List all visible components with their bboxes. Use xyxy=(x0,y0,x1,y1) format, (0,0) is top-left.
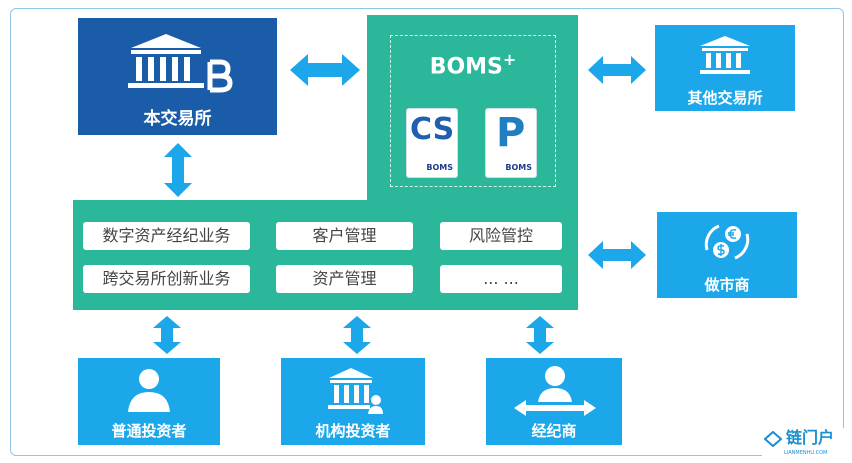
retail-investor-box: 普通投资者 xyxy=(78,358,220,445)
double-arrow-vertical xyxy=(526,316,554,354)
bank-icon xyxy=(700,36,750,74)
main-exchange-box: 本交易所 xyxy=(78,18,277,135)
services-panel xyxy=(73,200,578,310)
double-arrow-horizontal xyxy=(588,56,646,84)
bank-bitcoin-icon xyxy=(128,34,233,93)
broker-box: 经纪商 xyxy=(486,358,622,445)
service-item[interactable]: 风险管控 xyxy=(440,222,562,250)
person-icon xyxy=(128,369,170,412)
service-item[interactable]: 客户管理 xyxy=(276,222,413,250)
double-arrow-horizontal xyxy=(588,241,646,269)
boms-title: BOMS+ xyxy=(429,50,517,80)
outer-frame xyxy=(10,8,844,456)
double-arrow-horizontal xyxy=(290,54,360,86)
broker-icon xyxy=(514,366,596,416)
main-exchange-label: 本交易所 xyxy=(143,109,212,129)
double-arrow-vertical xyxy=(153,316,181,354)
boms-dashed-box: BOMS+ xyxy=(390,35,556,187)
institutional-investor-box: 机构投资者 xyxy=(281,358,425,445)
double-arrow-vertical xyxy=(343,316,371,354)
service-item[interactable]: 跨交易所创新业务 xyxy=(83,265,250,293)
watermark-logo-icon xyxy=(764,431,782,447)
boms-panel xyxy=(367,15,578,205)
market-maker-box: 做市商 xyxy=(657,212,797,298)
double-arrow-vertical xyxy=(164,143,192,197)
watermark: 链门户 LIANMENHU.COM xyxy=(762,428,850,460)
currency-exchange-icon xyxy=(704,224,750,260)
other-exchange-box: 其他交易所 xyxy=(655,25,795,111)
service-item[interactable]: 资产管理 xyxy=(276,265,413,293)
service-item[interactable]: 数字资产经纪业务 xyxy=(83,222,250,250)
cs-boms-logo: CS BOMS xyxy=(406,108,458,178)
p-boms-logo: P BOMS xyxy=(485,108,537,178)
bank-person-icon xyxy=(328,368,383,414)
service-item[interactable]: ... ... xyxy=(440,265,562,293)
